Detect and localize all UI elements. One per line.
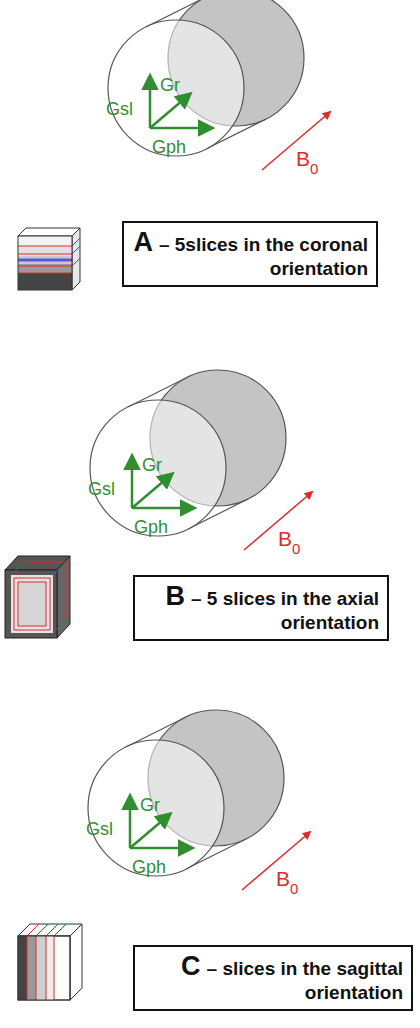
field-subscript: 0 — [310, 161, 318, 176]
gradient-label: Gr — [140, 796, 160, 814]
gradient-label: Gr — [160, 76, 180, 94]
gradient-axes-cylinder — [108, 0, 330, 170]
sagittal-slice-cube — [18, 924, 82, 1000]
field-subscript: 0 — [292, 541, 300, 556]
gradient-axes-cylinder — [90, 370, 312, 550]
gradient-label: Gsl — [88, 480, 115, 498]
gradient-label: Gr — [142, 456, 162, 474]
caption-text: – 5 slices in the axial orientation — [191, 588, 379, 633]
caption-text: – 5slices in the coronal orientation — [159, 234, 368, 279]
field-label: B — [296, 148, 310, 169]
coronal-slice-cube — [18, 228, 80, 290]
gradient-label: Gph — [134, 518, 168, 536]
field-subscript: 0 — [290, 881, 298, 896]
axial-slice-cube — [5, 556, 70, 638]
panel-letter: A — [133, 227, 153, 257]
panel-letter: C — [181, 951, 201, 981]
panel-letter: B — [166, 581, 186, 611]
caption-box: A– 5slices in the coronal orientation — [122, 221, 378, 287]
caption-box: B– 5 slices in the axial orientation — [133, 575, 389, 641]
caption-box: C– slices in the sagittal orientation — [133, 945, 413, 1011]
field-label: B — [276, 868, 290, 889]
gradient-label: Gsl — [106, 100, 133, 118]
caption-text: – slices in the sagittal orientation — [207, 958, 403, 1003]
gradient-axes-cylinder — [88, 710, 310, 890]
gradient-label: Gph — [152, 138, 186, 156]
gradient-label: Gsl — [86, 820, 113, 838]
field-label: B — [278, 528, 292, 549]
gradient-label: Gph — [132, 858, 166, 876]
